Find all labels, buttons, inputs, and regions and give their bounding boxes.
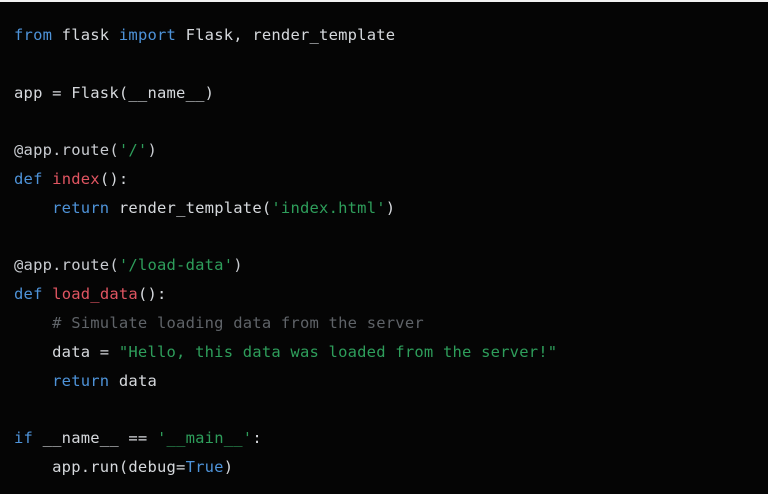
code-token-plain: __name__ == [33, 429, 157, 448]
code-token-kw: if [14, 429, 34, 448]
code-token-kw: def [14, 169, 43, 188]
code-token-str: '__main__' [157, 429, 253, 448]
code-token-plain: data [109, 371, 158, 390]
code-token-deco: ) [147, 141, 158, 160]
code-line: data = "Hello, this data was loaded from… [14, 338, 768, 367]
code-line: ​ [14, 395, 768, 424]
code-line: app = Flask(__name__) [14, 79, 768, 108]
code-line: return data [14, 367, 768, 396]
code-line: def index(): [14, 165, 768, 194]
code-line: # Simulate loading data from the server [14, 309, 768, 338]
code-line: return render_template('index.html') [14, 194, 768, 223]
code-token-str: '/' [118, 141, 148, 160]
code-token-deco: @app.route( [14, 141, 119, 160]
code-token-kw: def [14, 285, 43, 304]
code-token-plain: (): [99, 169, 129, 188]
code-line: ​ [14, 223, 768, 252]
code-line: ​ [14, 107, 768, 136]
code-line: from flask import Flask, render_template [14, 21, 768, 50]
code-token-plain: app.run(debug= [14, 457, 186, 476]
code-line: @app.route('/load-data') [14, 251, 768, 280]
code-line: def load_data(): [14, 280, 768, 309]
code-editor-content[interactable]: from flask import Flask, render_template… [0, 2, 768, 482]
code-token-plain: (): [137, 285, 167, 304]
code-token-fn: load_data [52, 285, 138, 304]
code-token-kw: return [52, 371, 110, 390]
code-line: @app.route('/') [14, 136, 768, 165]
code-token-deco: @app.route( [14, 256, 119, 275]
code-token-deco: ) [233, 256, 243, 275]
code-token-kw: from [14, 26, 53, 44]
code-token-plain [43, 285, 53, 303]
code-token-plain [14, 199, 52, 217]
code-line: app.run(debug=True) [14, 453, 768, 482]
code-token-plain: app = Flask(__name__) [14, 83, 215, 102]
code-token-str: 'index.html' [271, 198, 386, 217]
code-token-str: "Hello, this data was loaded from the se… [118, 342, 558, 361]
code-token-kw: return [52, 198, 110, 217]
code-token-plain [43, 170, 53, 188]
code-token-str: '/load-data' [118, 256, 234, 275]
code-token-kw: import [118, 26, 177, 44]
code-token-plain: Flask, render_template [176, 26, 396, 44]
code-token-plain: ) [223, 457, 234, 476]
code-token-plain: ) [385, 198, 396, 217]
code-token-plain [14, 314, 52, 332]
code-token-fn: index [52, 169, 100, 188]
code-token-com: # Simulate loading data from the server [52, 313, 424, 332]
code-line: if __name__ == '__main__': [14, 424, 768, 453]
code-token-plain [14, 372, 52, 390]
code-token-plain: render_template( [109, 198, 272, 217]
code-token-plain: flask [52, 26, 119, 44]
code-line: ​ [14, 50, 768, 79]
code-token-plain: : [252, 429, 262, 448]
code-token-plain: data = [14, 342, 119, 361]
code-token-bi: True [185, 457, 224, 476]
